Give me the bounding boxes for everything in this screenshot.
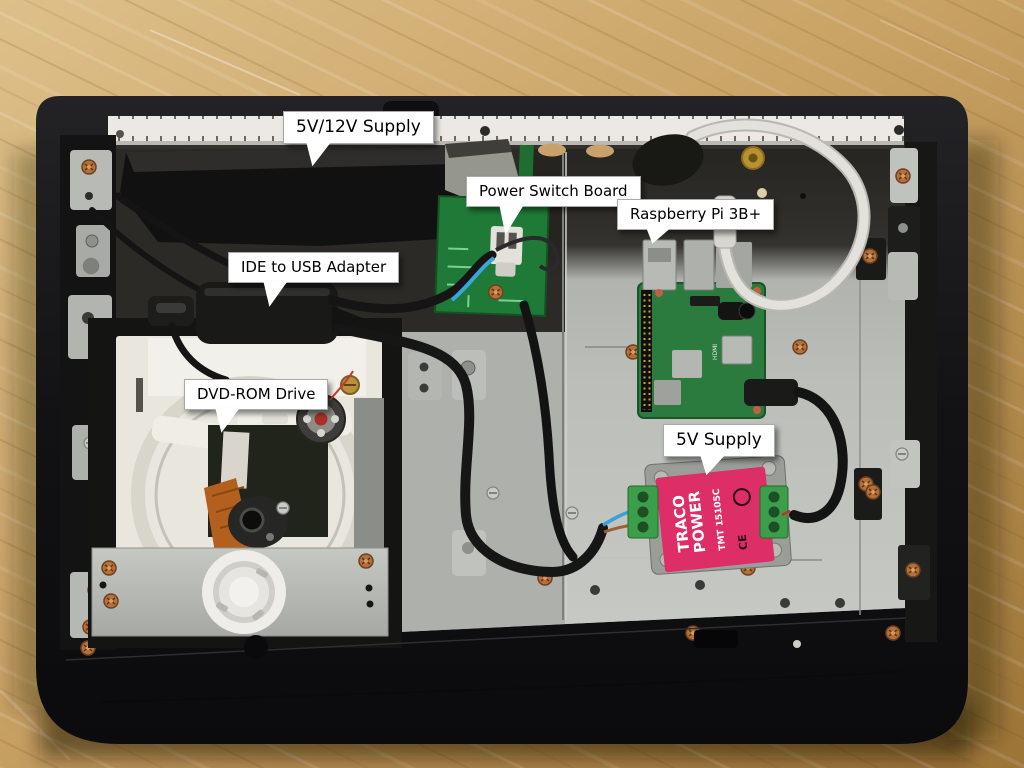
callout-power-switch-board: Power Switch Board bbox=[466, 176, 641, 235]
screw-icon bbox=[895, 168, 911, 184]
laser-lens bbox=[239, 507, 265, 533]
raspberry-pi-module: HDMI bbox=[637, 239, 848, 523]
screw-icon bbox=[895, 447, 909, 461]
bracket bbox=[70, 150, 112, 210]
center-cables bbox=[327, 235, 635, 578]
screw-icon bbox=[862, 248, 878, 264]
micro-usb-power-plug bbox=[744, 379, 798, 406]
ide-usb-adapter-module bbox=[89, 192, 362, 384]
callout-raspberry-pi-label: Raspberry Pi 3B+ bbox=[630, 205, 762, 223]
screw-icon bbox=[865, 484, 881, 500]
usb-port-stack-2 bbox=[683, 239, 715, 291]
terminal-block-right bbox=[759, 485, 789, 539]
hdmi-port bbox=[721, 335, 753, 365]
psu-5v12v-body bbox=[120, 146, 462, 246]
screw-icon bbox=[565, 506, 579, 520]
black-cable bbox=[333, 323, 608, 578]
screw-icon bbox=[101, 560, 117, 576]
black-cable bbox=[168, 322, 230, 384]
traco-brand-top: TRACO bbox=[669, 494, 693, 553]
usb-port-stack-1 bbox=[642, 239, 677, 291]
callout-5v12v-supply: 5V/12V Supply bbox=[283, 111, 434, 167]
callout-dvd-rom-drive-label: DVD-ROM Drive bbox=[197, 385, 316, 403]
ribbon-cable bbox=[220, 431, 250, 489]
wood-scratch bbox=[149, 29, 301, 96]
callout-ide-usb-adapter: IDE to USB Adapter bbox=[228, 252, 400, 307]
callout-dvd-rom-drive: DVD-ROM Drive bbox=[184, 379, 329, 433]
cable-shadow-mass bbox=[632, 134, 704, 186]
psu-5v12v-module bbox=[120, 139, 522, 246]
traco-5v-supply-module: TRACO POWER TMT 15105C CE bbox=[627, 455, 792, 575]
screw-icon bbox=[885, 625, 901, 641]
terminal-block-left bbox=[627, 485, 659, 539]
ethernet-cable bbox=[687, 120, 869, 310]
band-hole bbox=[244, 635, 268, 659]
panel-dot bbox=[757, 188, 767, 198]
red-wire bbox=[781, 509, 791, 517]
callout-5v-supply-label: 5V Supply bbox=[676, 430, 762, 450]
callout-ide-usb-adapter-label: IDE to USB Adapter bbox=[241, 258, 387, 276]
screw-icon bbox=[792, 339, 808, 355]
callout-5v12v-supply-label: 5V/12V Supply bbox=[296, 117, 421, 137]
screw-icon bbox=[487, 284, 504, 301]
ul-mark-icon bbox=[732, 488, 751, 507]
drive-front-plate bbox=[91, 547, 389, 637]
screw-icon bbox=[103, 593, 119, 609]
camera-connector bbox=[690, 296, 720, 306]
black-cable bbox=[519, 300, 578, 562]
red-wire bbox=[329, 370, 354, 401]
blue-wire bbox=[450, 256, 496, 302]
sd-slot bbox=[654, 380, 681, 405]
av-jack bbox=[718, 302, 746, 320]
strip-hole bbox=[480, 126, 490, 136]
hdmi-silkscreen: HDMI bbox=[712, 344, 719, 360]
screw-icon bbox=[358, 553, 374, 569]
callout-5v-supply: 5V Supply bbox=[663, 424, 775, 476]
gpio-header bbox=[641, 290, 652, 412]
pi-power-cable bbox=[789, 387, 848, 523]
dvd-rom-drive-assembly bbox=[88, 318, 402, 648]
center-brackets bbox=[408, 339, 808, 641]
callout-raspberry-pi: Raspberry Pi 3B+ bbox=[617, 199, 775, 244]
screw-icon bbox=[905, 562, 921, 578]
front-band-details bbox=[65, 617, 907, 703]
soc-chip bbox=[671, 349, 703, 379]
screw-icon bbox=[276, 501, 290, 515]
usb-cable-to-switch bbox=[327, 250, 497, 314]
adapter-body bbox=[196, 282, 338, 344]
traco-ce-mark: CE bbox=[736, 534, 751, 551]
callout-power-switch-board-label: Power Switch Board bbox=[479, 182, 628, 200]
right-bracket-column bbox=[854, 142, 937, 642]
screw-icon bbox=[486, 486, 500, 500]
white-cable-loop bbox=[632, 118, 871, 312]
traco-label bbox=[655, 466, 775, 573]
screw-icon bbox=[81, 159, 97, 175]
